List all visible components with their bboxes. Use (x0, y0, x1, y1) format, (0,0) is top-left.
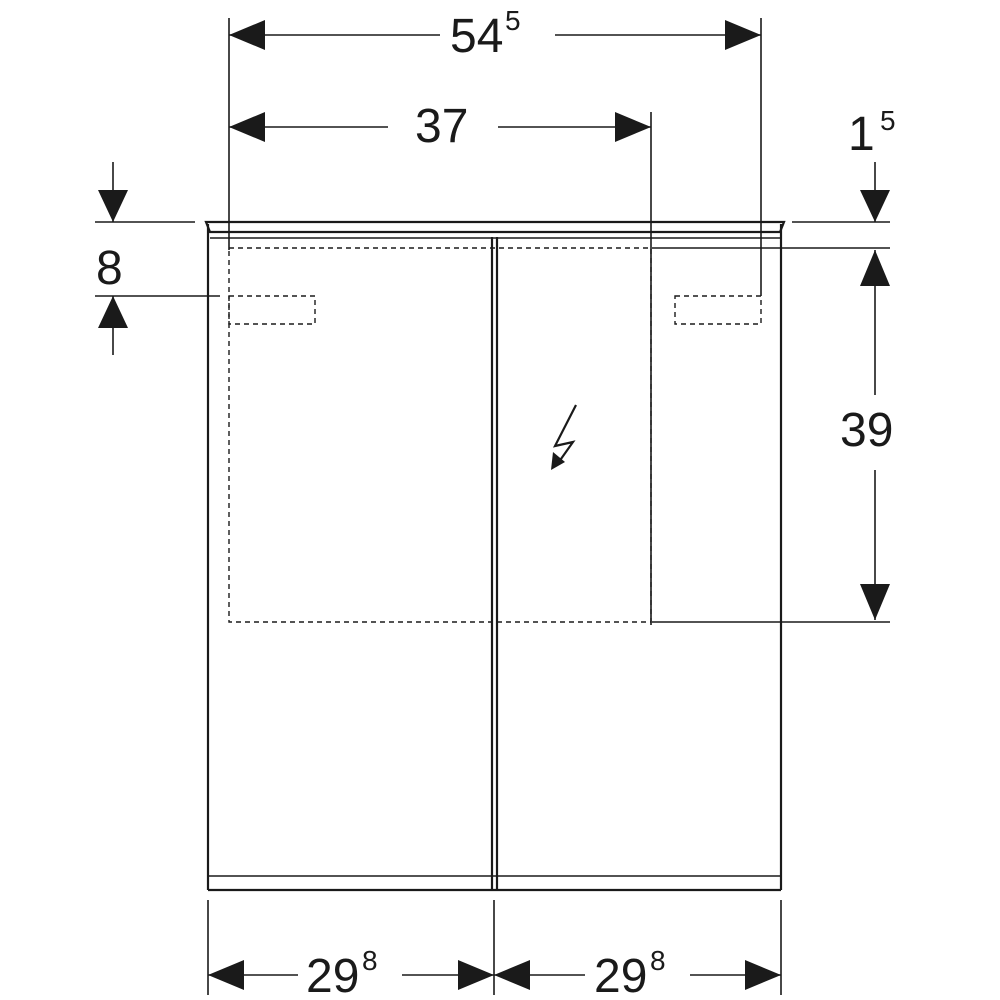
door-left-width-label: 29 (306, 950, 359, 1000)
light-offset-dimension: 8 (95, 162, 220, 355)
light-height-dimension: 39 (652, 250, 893, 623)
door-right-width-sup: 8 (650, 945, 666, 976)
electrical-connection-icon (551, 404, 577, 470)
light-height-label: 39 (840, 404, 893, 457)
light-left-fixture (228, 295, 316, 325)
top-offset-dimension: 1 5 (652, 105, 896, 249)
light-width-dimension: 37 (229, 100, 652, 625)
light-width-label: 37 (415, 100, 468, 153)
door-left-width-sup: 8 (362, 945, 378, 976)
cabinet (204, 220, 786, 892)
cabinet-top-cap (204, 220, 786, 234)
light-offset-label: 8 (96, 242, 123, 295)
light-area (228, 247, 762, 623)
top-offset-sup: 5 (880, 105, 896, 136)
overall-width-sup: 5 (505, 5, 521, 36)
overall-width-dimension: 54 5 (228, 5, 762, 296)
top-offset-label: 1 (848, 108, 875, 161)
overall-width-label: 54 (450, 10, 503, 63)
light-area-outline (228, 247, 652, 623)
door-width-dimensions: 29 8 29 8 (207, 900, 782, 1000)
light-right-fixture (674, 295, 762, 325)
door-right-width-label: 29 (594, 950, 647, 1000)
